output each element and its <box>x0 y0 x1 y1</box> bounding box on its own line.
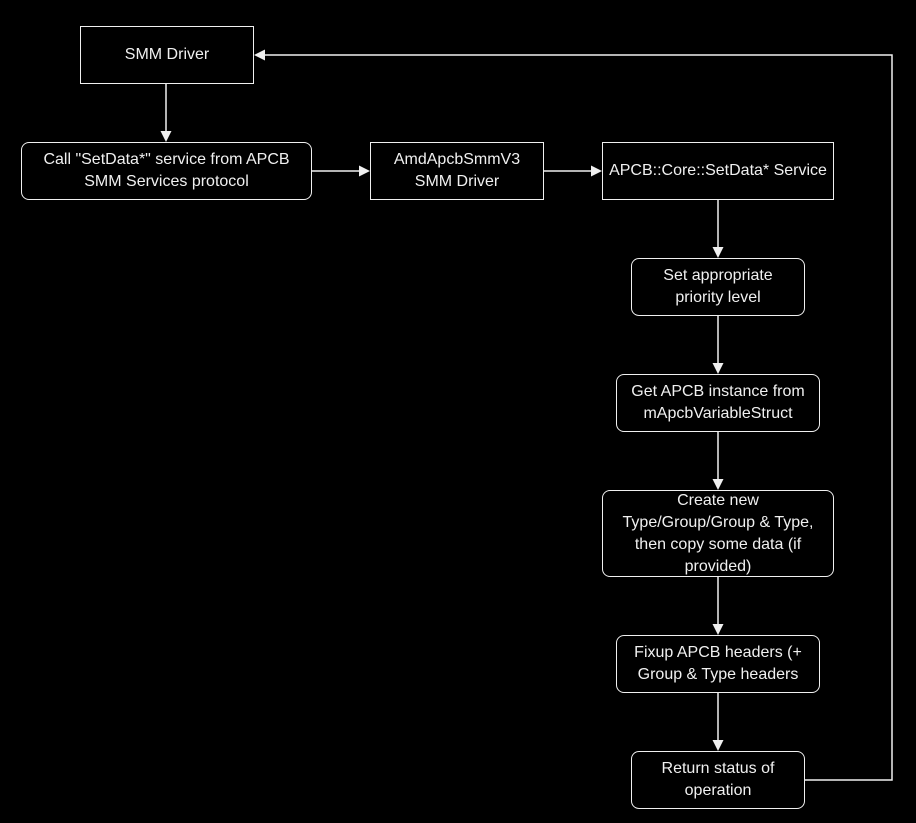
arrowhead-get-instance <box>712 363 724 374</box>
node-set-priority-level: Set appropriate priority level <box>631 258 805 316</box>
node-return-status: Return status of operation <box>631 751 805 809</box>
arrowhead-core-setdata <box>591 165 602 177</box>
arrowhead-fixup-headers <box>712 624 724 635</box>
node-call-setdata-service: Call "SetData*" service from APCB SMM Se… <box>21 142 312 200</box>
arrowhead-return-status <box>712 740 724 751</box>
arrowhead-set-priority <box>712 247 724 258</box>
node-core-setdata-service: APCB::Core::SetData* Service <box>602 142 834 200</box>
arrowhead-call-setdata <box>160 131 172 142</box>
node-amd-apcb-smm-driver: AmdApcbSmmV3 SMM Driver <box>370 142 544 200</box>
node-smm-driver: SMM Driver <box>80 26 254 84</box>
arrowhead-create-new <box>712 479 724 490</box>
node-get-apcb-instance: Get APCB instance from mApcbVariableStru… <box>616 374 820 432</box>
arrowhead-smm-driver <box>254 49 265 61</box>
node-fixup-apcb-headers: Fixup APCB headers (+ Group & Type heade… <box>616 635 820 693</box>
node-create-new-type-group: Create new Type/Group/Group & Type, then… <box>602 490 834 577</box>
arrowhead-amd-apcb-smm <box>359 165 370 177</box>
edge-return-status-to-smm-driver <box>265 54 893 781</box>
